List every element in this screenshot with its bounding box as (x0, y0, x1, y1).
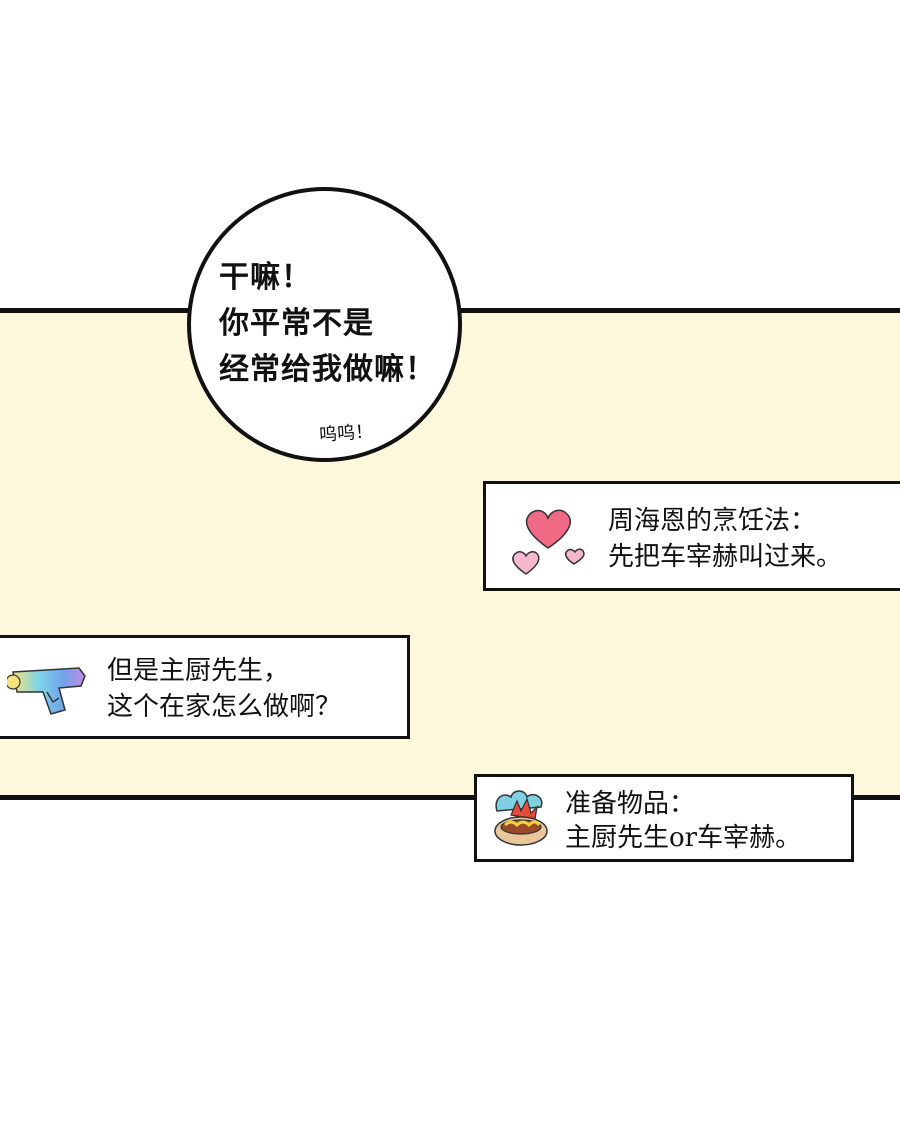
caption-ingredients: 准备物品： 主厨先生or车宰赫。 (474, 774, 854, 862)
hearts-icon (512, 509, 585, 575)
caption-chef-question: 但是主厨先生， 这个在家怎么做啊？ (0, 635, 410, 739)
caption-line: 主厨先生or车宰赫。 (565, 823, 802, 853)
sound-effect: 呜呜！ (318, 421, 374, 446)
caption-line: 周海恩的烹饪法： (608, 506, 817, 536)
hotdog-icon (494, 790, 548, 846)
bubble-line-2: 你平常不是 (219, 306, 374, 341)
bubble-line-3: 经常给我做嘛！ (219, 352, 436, 387)
bubble-line-1: 干嘛！ (219, 260, 312, 295)
caption-line: 准备物品： (565, 789, 696, 819)
speech-bubble: 干嘛！ 你平常不是 经常给我做嘛！ 呜呜！ (187, 187, 462, 462)
caption-line: 这个在家怎么做啊？ (107, 692, 342, 722)
toy-gun-icon (7, 667, 86, 715)
caption-cooking-method: 周海恩的烹饪法： 先把车宰赫叫过来。 (483, 481, 900, 591)
caption-line: 先把车宰赫叫过来。 (608, 542, 843, 572)
caption-line: 但是主厨先生， (107, 656, 290, 686)
